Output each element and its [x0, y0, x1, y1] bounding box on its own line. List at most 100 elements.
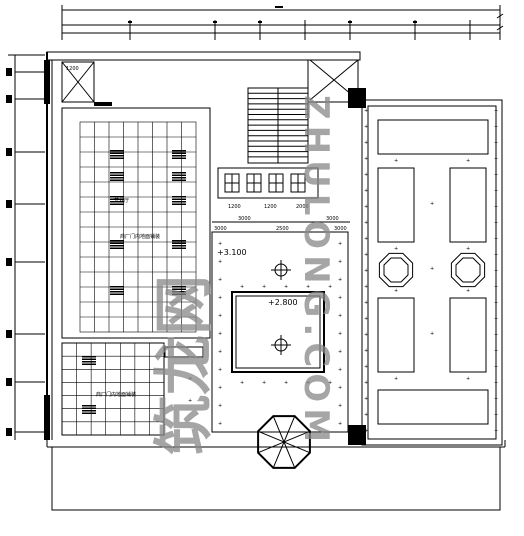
svg-text:+: + — [218, 277, 222, 283]
dim-mid-2: 2500 — [276, 226, 289, 232]
svg-text:+: + — [494, 412, 498, 418]
svg-text:+: + — [218, 421, 222, 427]
svg-text:+: + — [494, 108, 498, 114]
svg-text:+: + — [494, 204, 498, 210]
lower-floor-label: 商厂门内地面铺装 — [96, 391, 136, 398]
elevation-center: +2.800 — [268, 298, 298, 307]
svg-text:+: + — [494, 252, 498, 258]
service-counter: 1200 1200 2000 — [217, 167, 319, 210]
watermark-latin: ZHULONG.COM — [296, 95, 336, 448]
watermark: 筑龙网 ZHULONG.COM — [150, 95, 336, 455]
svg-text:+: + — [364, 156, 368, 162]
svg-text:+: + — [494, 284, 498, 290]
dim-small-2: 1200 — [264, 204, 277, 210]
svg-text:+: + — [494, 140, 498, 146]
svg-text:+: + — [338, 403, 342, 409]
svg-text:+: + — [364, 108, 368, 114]
svg-text:+: + — [284, 380, 288, 386]
corner-room-label: 1200 — [66, 66, 79, 72]
svg-text:+: + — [394, 246, 398, 252]
svg-text:+: + — [338, 421, 342, 427]
svg-text:+: + — [430, 201, 434, 207]
dim-mid-1: 3000 — [214, 226, 227, 232]
svg-text:+: + — [328, 380, 332, 386]
svg-text:+: + — [494, 268, 498, 274]
svg-text:+: + — [338, 349, 342, 355]
svg-text:+: + — [218, 349, 222, 355]
svg-text:+: + — [494, 428, 498, 434]
svg-text:+: + — [338, 277, 342, 283]
svg-text:+: + — [218, 331, 222, 337]
svg-text:+: + — [240, 380, 244, 386]
lower-tiled-floor: 商厂门内地面铺装 — [61, 342, 165, 436]
svg-text:+: + — [218, 241, 222, 247]
svg-text:+: + — [494, 348, 498, 354]
svg-text:+: + — [364, 284, 368, 290]
svg-text:+: + — [494, 172, 498, 178]
svg-text:+: + — [338, 331, 342, 337]
upper-tiled-floor: 营业厅 商厂门内地面铺装 — [61, 107, 211, 339]
svg-text:+: + — [394, 158, 398, 164]
svg-text:+: + — [338, 295, 342, 301]
svg-text:+: + — [338, 241, 342, 247]
dim-small-1: 1200 — [228, 204, 241, 210]
svg-text:+: + — [364, 316, 368, 322]
svg-text:+: + — [466, 246, 470, 252]
svg-text:+: + — [338, 385, 342, 391]
svg-text:+: + — [218, 385, 222, 391]
partition-wall — [164, 346, 204, 358]
svg-text:+: + — [262, 284, 266, 290]
svg-text:+: + — [394, 288, 398, 294]
svg-text:+: + — [494, 236, 498, 242]
svg-text:+: + — [364, 332, 368, 338]
svg-text:+: + — [240, 284, 244, 290]
svg-text:+: + — [364, 396, 368, 402]
svg-text:+: + — [494, 396, 498, 402]
staircase — [247, 59, 359, 164]
dim-top-3: 3000 — [326, 216, 339, 222]
svg-text:+: + — [364, 300, 368, 306]
svg-text:+: + — [394, 376, 398, 382]
svg-text:+: + — [466, 288, 470, 294]
svg-text:+: + — [494, 156, 498, 162]
svg-text:+: + — [306, 284, 310, 290]
svg-text:+: + — [364, 268, 368, 274]
svg-text:+: + — [430, 266, 434, 272]
dim-mid-3: 3000 — [334, 226, 347, 232]
svg-text:+: + — [338, 313, 342, 319]
svg-text:+: + — [188, 376, 192, 382]
svg-text:+: + — [218, 313, 222, 319]
svg-text:+: + — [338, 367, 342, 373]
svg-text:+: + — [218, 403, 222, 409]
svg-text:+: + — [494, 332, 498, 338]
svg-text:+: + — [218, 367, 222, 373]
svg-text:+: + — [262, 380, 266, 386]
top-dimension-chain — [61, 5, 504, 40]
upper-hall-label: 营业厅 — [114, 197, 129, 204]
central-room: +3.100 +2.800 + + + + + + + + + + + + + + + + + + + + + + + + + +… — [188, 231, 349, 433]
svg-text:+: + — [364, 364, 368, 370]
svg-text:+: + — [494, 188, 498, 194]
svg-text:+: + — [364, 428, 368, 434]
svg-text:+: + — [494, 316, 498, 322]
elevation-left: +3.100 — [217, 248, 247, 257]
octagon-bay — [257, 415, 311, 469]
svg-text:+: + — [364, 252, 368, 258]
svg-text:+: + — [364, 204, 368, 210]
svg-text:+: + — [188, 398, 192, 404]
svg-text:+: + — [218, 259, 222, 265]
dim-small-3: 2000 — [296, 204, 309, 210]
right-hall: + + + + + + + + + + + + + + + + + + + + + + + + + + + + + + + + + + + + + + + +… — [348, 88, 503, 446]
svg-text:+: + — [284, 284, 288, 290]
upper-floor-label: 商厂门内地面铺装 — [120, 233, 160, 240]
svg-text:+: + — [364, 172, 368, 178]
left-dimension-chain — [6, 54, 45, 440]
svg-text:+: + — [364, 220, 368, 226]
dim-top-1: 3000 — [238, 216, 251, 222]
watermark-chinese: 筑龙网 — [150, 275, 220, 455]
svg-text:+: + — [494, 220, 498, 226]
svg-text:+: + — [466, 158, 470, 164]
svg-text:+: + — [494, 364, 498, 370]
svg-text:+: + — [466, 376, 470, 382]
